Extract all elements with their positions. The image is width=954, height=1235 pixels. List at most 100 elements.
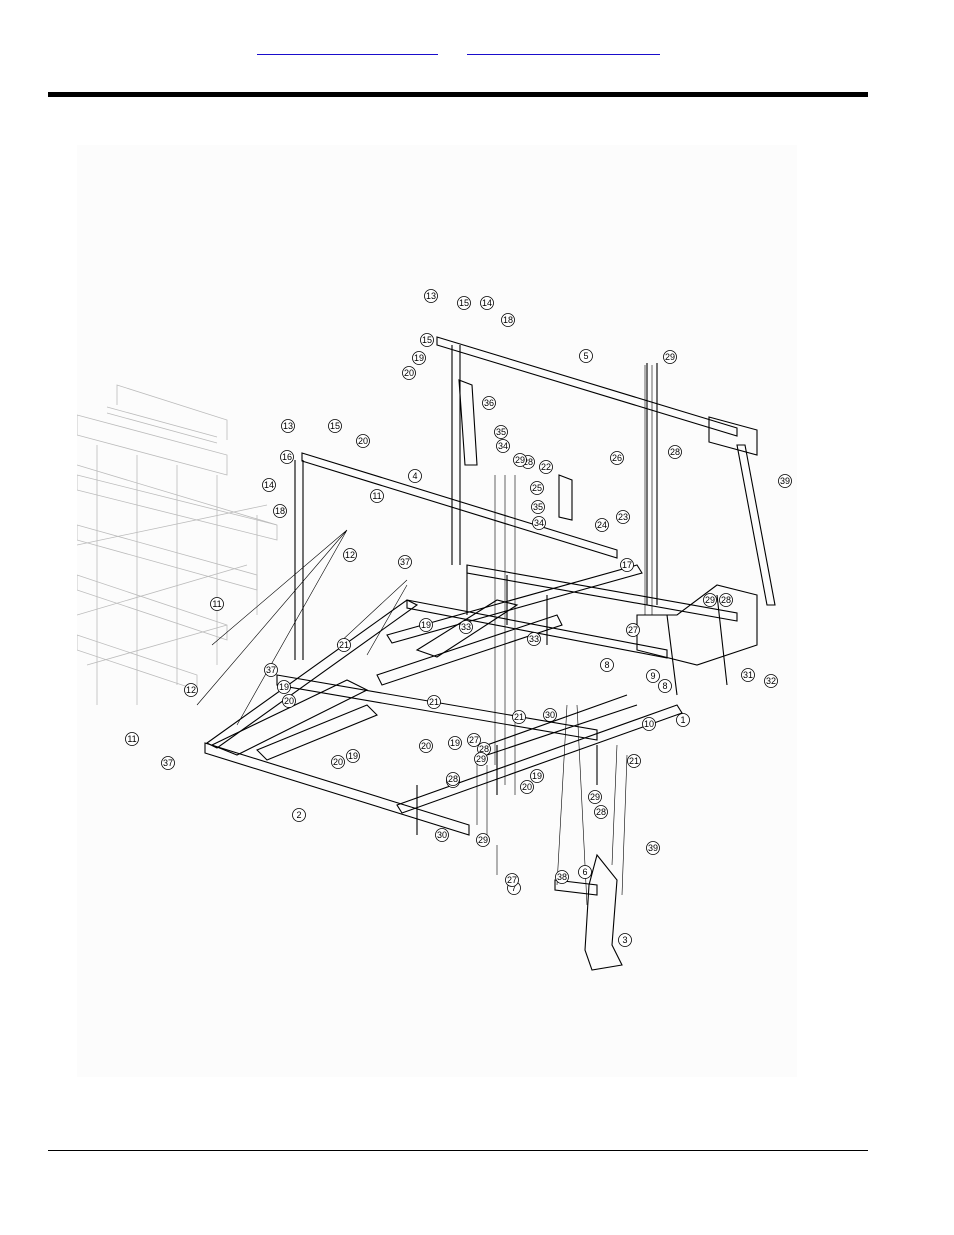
callout-19: 19 [530, 769, 544, 783]
footer-rule [48, 1150, 868, 1151]
callout-label: 30 [545, 710, 555, 720]
callout-27: 27 [467, 733, 481, 747]
callout-label: 36 [484, 398, 494, 408]
callout-8: 8 [600, 658, 614, 672]
callout-20: 20 [419, 739, 433, 753]
header-link-2[interactable] [467, 40, 660, 55]
callout-label: 34 [498, 441, 508, 451]
callout-label: 10 [644, 719, 654, 729]
callout-39: 39 [778, 474, 792, 488]
callout-label: 15 [330, 421, 340, 431]
callout-label: 24 [597, 520, 607, 530]
callout-label: 39 [648, 843, 658, 853]
callout-27: 27 [626, 623, 640, 637]
callout-8: 8 [658, 679, 672, 693]
callout-14: 14 [262, 478, 276, 492]
callout-29: 29 [513, 453, 527, 467]
callout-10: 10 [642, 717, 656, 731]
callout-label: 20 [333, 757, 343, 767]
callout-label: 20 [358, 436, 368, 446]
callout-11: 11 [210, 597, 224, 611]
frame-members [204, 336, 776, 971]
callout-label: 13 [426, 291, 436, 301]
callout-28: 28 [594, 805, 608, 819]
callout-28: 28 [446, 772, 460, 786]
header-link-1[interactable] [257, 40, 438, 55]
callout-39: 39 [646, 841, 660, 855]
callout-23: 23 [616, 510, 630, 524]
callout-label: 31 [743, 670, 753, 680]
callout-label: 2 [296, 810, 301, 820]
callout-19: 19 [412, 351, 426, 365]
callout-18: 18 [501, 313, 515, 327]
callout-3: 3 [618, 933, 632, 947]
callout-label: 4 [412, 471, 417, 481]
callout-label: 33 [461, 622, 471, 632]
callout-11: 11 [125, 732, 139, 746]
callout-20: 20 [331, 755, 345, 769]
callout-13: 13 [281, 419, 295, 433]
callout-label: 37 [266, 665, 276, 675]
callout-20: 20 [402, 366, 416, 380]
hardware-leaders [196, 365, 653, 906]
callout-33: 33 [527, 632, 541, 646]
callout-20: 20 [520, 780, 534, 794]
callout-label: 21 [339, 640, 349, 650]
callout-label: 26 [612, 453, 622, 463]
callout-label: 28 [596, 807, 606, 817]
callout-label: 19 [279, 682, 289, 692]
callout-label: 29 [590, 792, 600, 802]
callout-label: 11 [212, 599, 221, 609]
callout-label: 11 [372, 491, 381, 501]
callout-26: 26 [610, 451, 624, 465]
callout-label: 29 [476, 754, 486, 764]
callout-label: 21 [429, 697, 439, 707]
callout-label: 27 [469, 735, 479, 745]
callout-37: 37 [264, 663, 278, 677]
callout-label: 29 [515, 455, 525, 465]
callout-16: 16 [280, 450, 294, 464]
callout-34: 34 [496, 439, 510, 453]
callout-21: 21 [427, 695, 441, 709]
callout-29: 29 [588, 790, 602, 804]
callout-label: 12 [345, 550, 355, 560]
callout-label: 32 [766, 676, 776, 686]
callout-label: 27 [507, 875, 517, 885]
callout-25: 25 [530, 481, 544, 495]
callout-label: 37 [163, 758, 173, 768]
callout-15: 15 [420, 333, 434, 347]
callout-label: 28 [448, 774, 458, 784]
callout-label: 20 [284, 696, 294, 706]
callout-label: 39 [780, 476, 790, 486]
callout-label: 19 [348, 751, 358, 761]
callout-label: 7 [511, 883, 516, 893]
callout-29: 29 [703, 593, 717, 607]
callout-label: 35 [533, 502, 543, 512]
callout-label: 22 [541, 462, 551, 472]
callout-38: 38 [555, 870, 569, 884]
ghost-wing-frame [76, 384, 278, 705]
callout-11: 11 [370, 489, 384, 503]
callout-label: 18 [503, 315, 513, 325]
callout-14: 14 [480, 296, 494, 310]
callout-37: 37 [398, 555, 412, 569]
callout-layer: 1234567889101111111212131314141515151617… [125, 289, 792, 947]
callout-label: 29 [665, 352, 675, 362]
callout-label: 6 [582, 867, 587, 877]
callout-label: 27 [628, 625, 638, 635]
callout-29: 29 [663, 350, 677, 364]
callout-28: 28 [668, 445, 682, 459]
callout-label: 35 [496, 427, 506, 437]
callout-21: 21 [337, 638, 351, 652]
header-rule [48, 92, 868, 97]
callout-label: 20 [522, 782, 532, 792]
callout-label: 11 [127, 734, 136, 744]
callout-label: 14 [264, 480, 274, 490]
callout-label: 19 [532, 771, 542, 781]
callout-35: 35 [494, 425, 508, 439]
callout-12: 12 [343, 548, 357, 562]
callout-label: 5 [583, 351, 588, 361]
callout-label: 3 [622, 935, 627, 945]
callout-35: 35 [531, 500, 545, 514]
